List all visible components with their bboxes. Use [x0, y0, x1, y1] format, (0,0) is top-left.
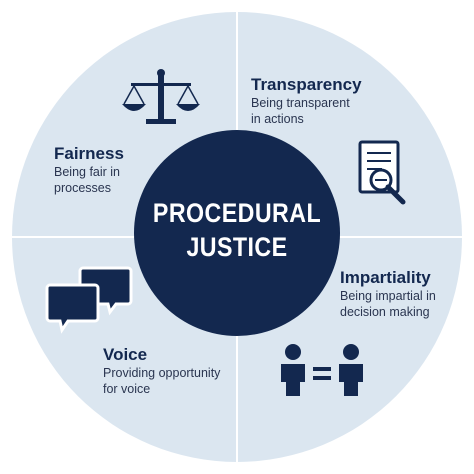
voice-title: Voice: [103, 345, 148, 364]
impartiality-desc-line1: Being impartial in: [340, 289, 436, 303]
fairness-desc-line2: processes: [54, 181, 111, 195]
fairness-desc-line1: Being fair in: [54, 165, 121, 179]
fairness-title: Fairness: [54, 144, 124, 163]
transparency-block: Transparency Being transparent in action…: [251, 75, 362, 127]
equal-people-icon: [281, 344, 363, 396]
impartiality-block: Impartiality Being impartial in decision…: [340, 268, 436, 320]
transparency-title: Transparency: [251, 75, 362, 94]
scales-icon: [122, 69, 200, 124]
impartiality-desc-line2: decision making: [340, 305, 430, 319]
impartiality-title: Impartiality: [340, 268, 431, 287]
fairness-block: Fairness Being fair in processes: [54, 144, 124, 196]
transparency-desc-line1: Being transparent: [251, 96, 350, 110]
document-magnifier-icon: [358, 140, 406, 205]
center-circle: [134, 130, 340, 336]
transparency-desc-line2: in actions: [251, 112, 304, 126]
voice-desc-line2: for voice: [103, 382, 151, 396]
voice-desc-line1: Providing opportunity: [103, 366, 221, 380]
speech-bubbles-icon: [45, 266, 133, 334]
center-title: PROCEDURAL JUSTICE: [138, 196, 336, 264]
voice-block: Voice Providing opportunity for voice: [103, 345, 220, 397]
center-title-line1: PROCEDURAL: [152, 198, 322, 228]
center-title-line2: JUSTICE: [186, 232, 288, 262]
